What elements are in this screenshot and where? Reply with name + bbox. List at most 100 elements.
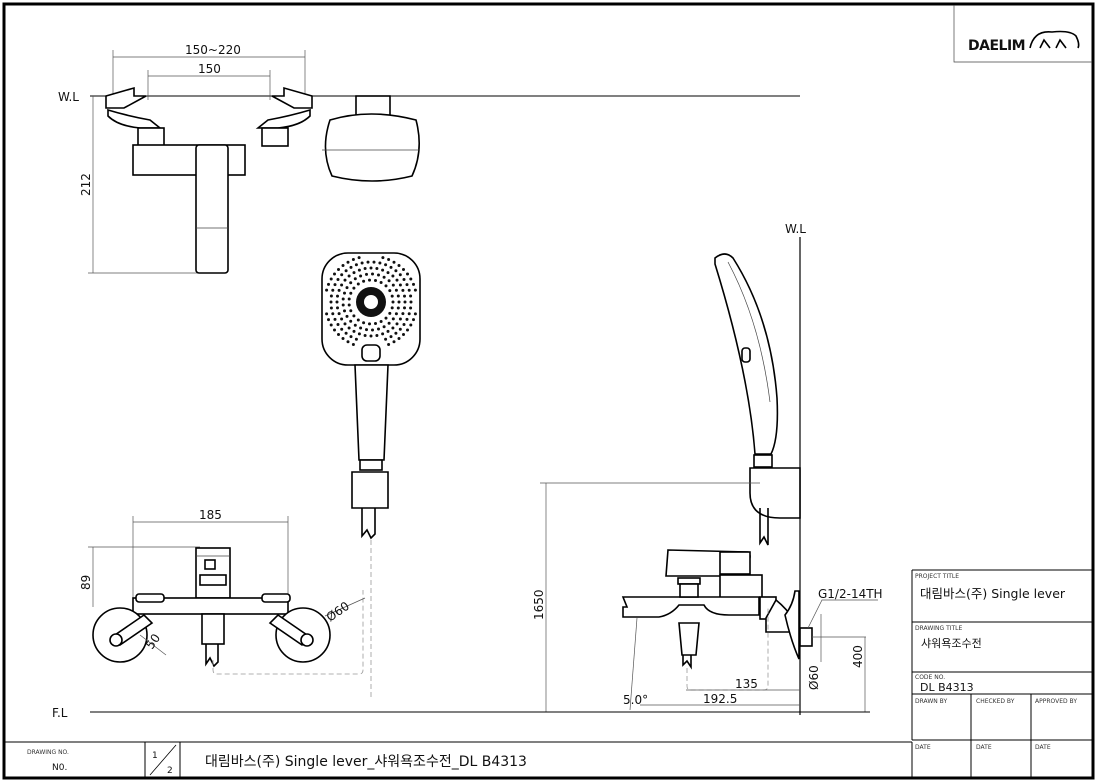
spray-hole <box>381 332 385 336</box>
spray-hole <box>391 283 395 287</box>
project-title: 대림바스(주) Single lever <box>920 586 1066 601</box>
spray-hole <box>353 277 357 281</box>
spray-hole <box>403 294 406 298</box>
spray-hole <box>368 278 371 282</box>
spray-hole <box>333 272 336 276</box>
spray-hole <box>387 343 391 346</box>
spray-hole <box>333 283 337 287</box>
spray-hole <box>329 294 333 298</box>
spray-hole <box>394 269 398 273</box>
dim-192-5: 192.5 <box>703 692 737 706</box>
side-view: W.L 1650 135 192.5 5.0° G1/2-14TH Ø6 <box>532 222 883 715</box>
spray-hole <box>405 283 409 287</box>
spray-hole <box>346 340 350 344</box>
spray-hole <box>329 300 333 304</box>
spray-hole <box>395 278 399 282</box>
dim-install-height: 1650 <box>532 589 546 620</box>
spray-hole <box>402 268 405 271</box>
code-no-label: CODE NO. <box>915 674 945 681</box>
dim-400: 400 <box>851 645 865 668</box>
drawing-title: 샤워욕조수전 <box>921 637 982 650</box>
checked-by-label: CHECKED BY <box>976 698 1015 705</box>
spray-hole <box>349 309 353 313</box>
spray-hole <box>337 333 340 336</box>
spray-hole <box>394 312 398 316</box>
footer-title: 대림바스(주) Single lever_샤워욕조수전_DL B4313 <box>205 754 527 770</box>
hand-shower-front <box>321 252 421 700</box>
spray-hole <box>341 264 345 267</box>
spray-hole <box>343 291 346 295</box>
spray-hole <box>389 335 393 339</box>
spray-hole <box>336 294 339 298</box>
spray-hole <box>356 282 360 286</box>
spray-hole <box>337 288 341 292</box>
spray-hole <box>329 323 333 327</box>
date-label-checked: DATE <box>976 744 992 751</box>
dim-135: 135 <box>735 677 758 691</box>
spray-hole <box>349 265 353 269</box>
spray-hole <box>351 343 355 346</box>
project-title-label: PROJECT TITLE <box>915 573 959 580</box>
spray-hole <box>403 300 407 304</box>
spray-hole <box>325 288 329 292</box>
spray-hole <box>377 273 380 277</box>
spray-hole <box>344 331 348 335</box>
spray-hole <box>384 337 388 341</box>
spray-hole <box>406 272 409 276</box>
spray-hole <box>352 271 356 275</box>
spray-hole <box>365 328 368 332</box>
spray-hole <box>377 327 380 331</box>
spray-hole <box>347 297 351 301</box>
spray-hole <box>341 337 345 340</box>
dim-height-front: 89 <box>79 575 93 590</box>
spray-hole <box>402 333 405 336</box>
spray-hole <box>378 261 382 265</box>
spray-hole <box>341 303 345 307</box>
spray-hole <box>329 306 333 310</box>
spray-hole <box>372 260 376 264</box>
spray-hole <box>381 268 385 272</box>
spray-hole <box>409 306 413 310</box>
spray-hole <box>387 258 391 261</box>
spray-hole <box>392 260 396 264</box>
spray-hole <box>341 297 345 301</box>
spray-hole <box>329 277 333 281</box>
spray-hole <box>389 265 393 269</box>
title-block: PROJECT TITLE 대림바스(주) Single lever DRAWI… <box>911 569 1093 778</box>
spray-hole <box>384 316 388 320</box>
spray-hole <box>394 331 398 335</box>
spray-hole <box>374 279 377 282</box>
spray-hole <box>412 282 415 286</box>
spray-hole <box>356 318 360 322</box>
spray-hole <box>397 300 401 304</box>
polar-bear-logo-icon <box>1029 30 1080 49</box>
spray-hole <box>388 289 392 293</box>
spray-hole <box>388 311 392 315</box>
dim-flange-dia-side: Ø60 <box>807 665 821 690</box>
spray-hole <box>398 283 402 287</box>
drawing-no: N0. <box>52 763 67 773</box>
spray-hole <box>362 321 366 325</box>
spray-hole <box>368 322 371 326</box>
spray-hole <box>395 322 399 326</box>
code-no: DL B4313 <box>920 681 974 694</box>
sheet-number: 1 <box>152 751 158 761</box>
spray-hole <box>375 334 379 337</box>
drawn-by-label: DRAWN BY <box>915 698 947 705</box>
spray-hole <box>357 332 361 336</box>
spray-hole <box>398 273 402 277</box>
spray-hole <box>343 278 347 282</box>
spray-hole <box>406 328 409 332</box>
spray-hole <box>397 264 401 267</box>
date-label-drawn: DATE <box>915 744 931 751</box>
spray-hole <box>354 337 358 341</box>
spray-hole <box>340 283 344 287</box>
spray-hole <box>325 312 329 316</box>
spray-hole <box>397 337 401 340</box>
sheet-total: 2 <box>167 766 173 776</box>
approved-by-label: APPROVED BY <box>1035 698 1077 705</box>
spray-hole <box>392 340 396 344</box>
spray-hole <box>349 335 353 339</box>
